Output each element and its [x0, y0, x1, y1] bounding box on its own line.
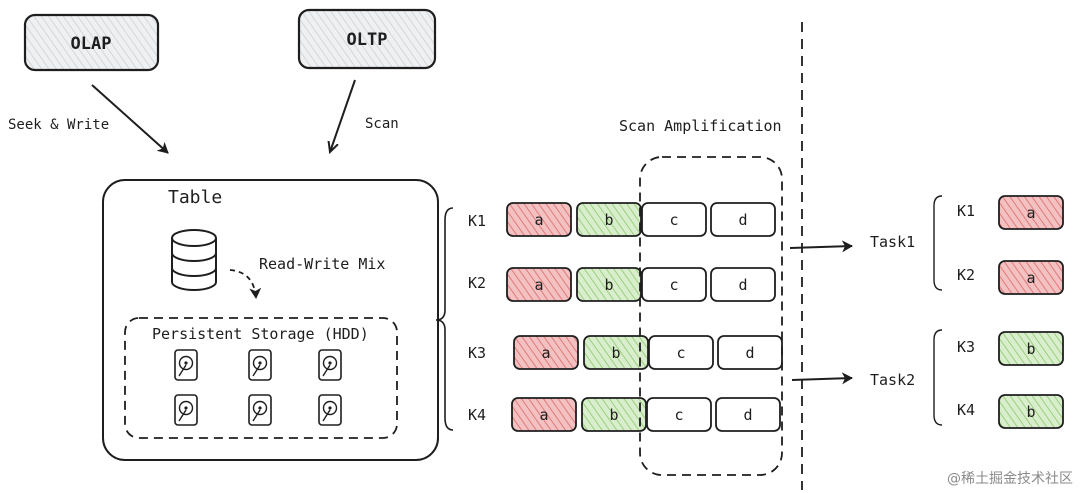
row-cell: a	[506, 202, 572, 237]
watermark: @稀土掘金技术社区	[947, 471, 1073, 487]
task-item-value: b	[1026, 403, 1035, 421]
cell-value: b	[604, 276, 613, 294]
scan-arrow	[330, 79, 356, 152]
persistent-storage-box	[124, 317, 398, 439]
row-cell: a	[513, 335, 579, 370]
hdd-icon	[174, 394, 198, 426]
task-label: Task2	[870, 371, 915, 389]
row-cell: c	[641, 202, 707, 237]
task-item: K3 b	[957, 331, 1064, 366]
oltp-node: OLTP	[297, 8, 437, 70]
task2-arrow	[791, 372, 853, 385]
data-row: K3 a b c d	[468, 335, 783, 370]
database-icon	[171, 229, 217, 291]
task-item: K4 b	[957, 394, 1064, 429]
hdd-icon	[318, 394, 342, 426]
row-cell: b	[576, 202, 642, 237]
row-key: K4	[468, 406, 486, 424]
scan-label: Scan	[365, 116, 399, 132]
row-cell: c	[648, 335, 714, 370]
seek-write-arrow	[91, 84, 169, 154]
hdd-icon-group	[174, 349, 342, 426]
cell-value: c	[676, 344, 685, 362]
row-key: K1	[468, 212, 486, 230]
row-cell: c	[641, 267, 707, 302]
hdd-icon	[248, 394, 272, 426]
table-title: Table	[168, 187, 222, 208]
scan-amplification-box	[639, 156, 783, 476]
task-item: K1 a	[957, 195, 1064, 230]
read-write-arrow	[229, 269, 262, 299]
cell-value: b	[609, 406, 618, 424]
data-row: K1 a b c d	[468, 202, 776, 237]
table-container: Table Read-Write Mix Persistent Storage …	[102, 179, 439, 461]
cell-value: a	[539, 406, 548, 424]
task-brace	[933, 329, 943, 426]
hdd-icon	[318, 349, 342, 381]
scan-amplification-label: Scan Amplification	[619, 117, 782, 135]
oltp-label: OLTP	[347, 30, 388, 50]
hdd-icon	[174, 349, 198, 381]
cell-value: a	[534, 211, 543, 229]
task1-arrow	[789, 240, 853, 253]
task-item-key: K3	[957, 338, 975, 356]
task-item-key: K1	[957, 202, 975, 220]
cell-value: a	[534, 276, 543, 294]
task-item-value: a	[1026, 269, 1035, 287]
row-cell: d	[710, 202, 776, 237]
row-key: K2	[468, 274, 486, 292]
cell-value: c	[669, 276, 678, 294]
cell-value: d	[738, 211, 747, 229]
row-cell: a	[506, 267, 572, 302]
cell-value: a	[541, 344, 550, 362]
read-write-mix-label: Read-Write Mix	[259, 255, 385, 273]
row-key: K3	[468, 344, 486, 362]
task-item: K2 a	[957, 260, 1064, 295]
cell-value: c	[669, 211, 678, 229]
persistent-storage-label: Persistent Storage (HDD)	[152, 325, 369, 343]
rows-brace	[435, 207, 454, 431]
row-cell: c	[646, 397, 712, 432]
row-cell: a	[511, 397, 577, 432]
task-brace	[933, 195, 943, 291]
row-cell: b	[581, 397, 647, 432]
row-cell: d	[717, 335, 783, 370]
row-cell: b	[576, 267, 642, 302]
cell-value: d	[738, 276, 747, 294]
seek-write-label: Seek & Write	[8, 117, 109, 133]
cell-value: b	[611, 344, 620, 362]
data-row: K2 a b c d	[468, 267, 776, 302]
row-cell: b	[583, 335, 649, 370]
data-row: K4 a b c d	[468, 397, 781, 432]
cell-value: b	[604, 211, 613, 229]
cell-value: c	[674, 406, 683, 424]
cell-value: d	[745, 344, 754, 362]
cell-value: d	[743, 406, 752, 424]
olap-node: OLAP	[23, 13, 160, 72]
row-cell: d	[710, 267, 776, 302]
row-cell: d	[715, 397, 781, 432]
hdd-icon	[248, 349, 272, 381]
task-item-value: b	[1026, 340, 1035, 358]
task-item-key: K4	[957, 401, 975, 419]
task-item-value: a	[1026, 204, 1035, 222]
task-item-key: K2	[957, 266, 975, 284]
task-label: Task1	[870, 233, 915, 251]
olap-label: OLAP	[71, 34, 112, 54]
